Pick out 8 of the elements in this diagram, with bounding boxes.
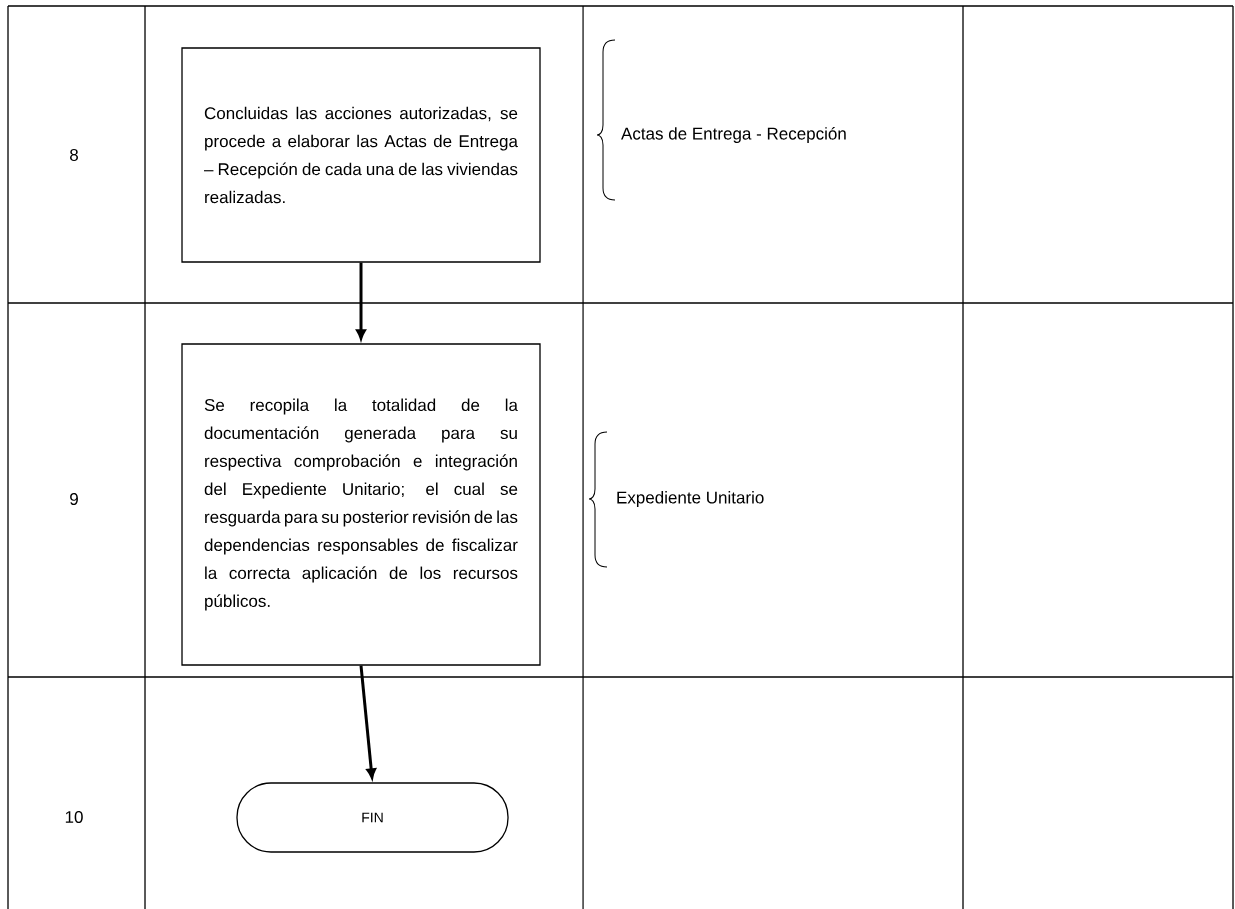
arrow — [356, 262, 366, 340]
process-box: Se recopila la totalidad de la documentación generada para su respectiva comprobación e integración del Expediente Unitario; el cual se resguarda para su posterior revisión de las dependencias responsables de fiscalizar la correcta aplicación de los recursos públicos. — [181, 343, 541, 666]
process-box: Concluidas las acciones autorizadas, se procede a elaborar las Actas de Entrega – Recepción de cada una de las viviendas realizadas. — [181, 47, 541, 263]
step-number: 10 — [65, 810, 83, 823]
annotation-text: Actas de Entrega - Recepción — [621, 126, 846, 143]
annotation-text: Expediente Unitario — [617, 491, 764, 507]
step-number: 8 — [70, 148, 78, 161]
step-number: 9 — [70, 492, 78, 505]
